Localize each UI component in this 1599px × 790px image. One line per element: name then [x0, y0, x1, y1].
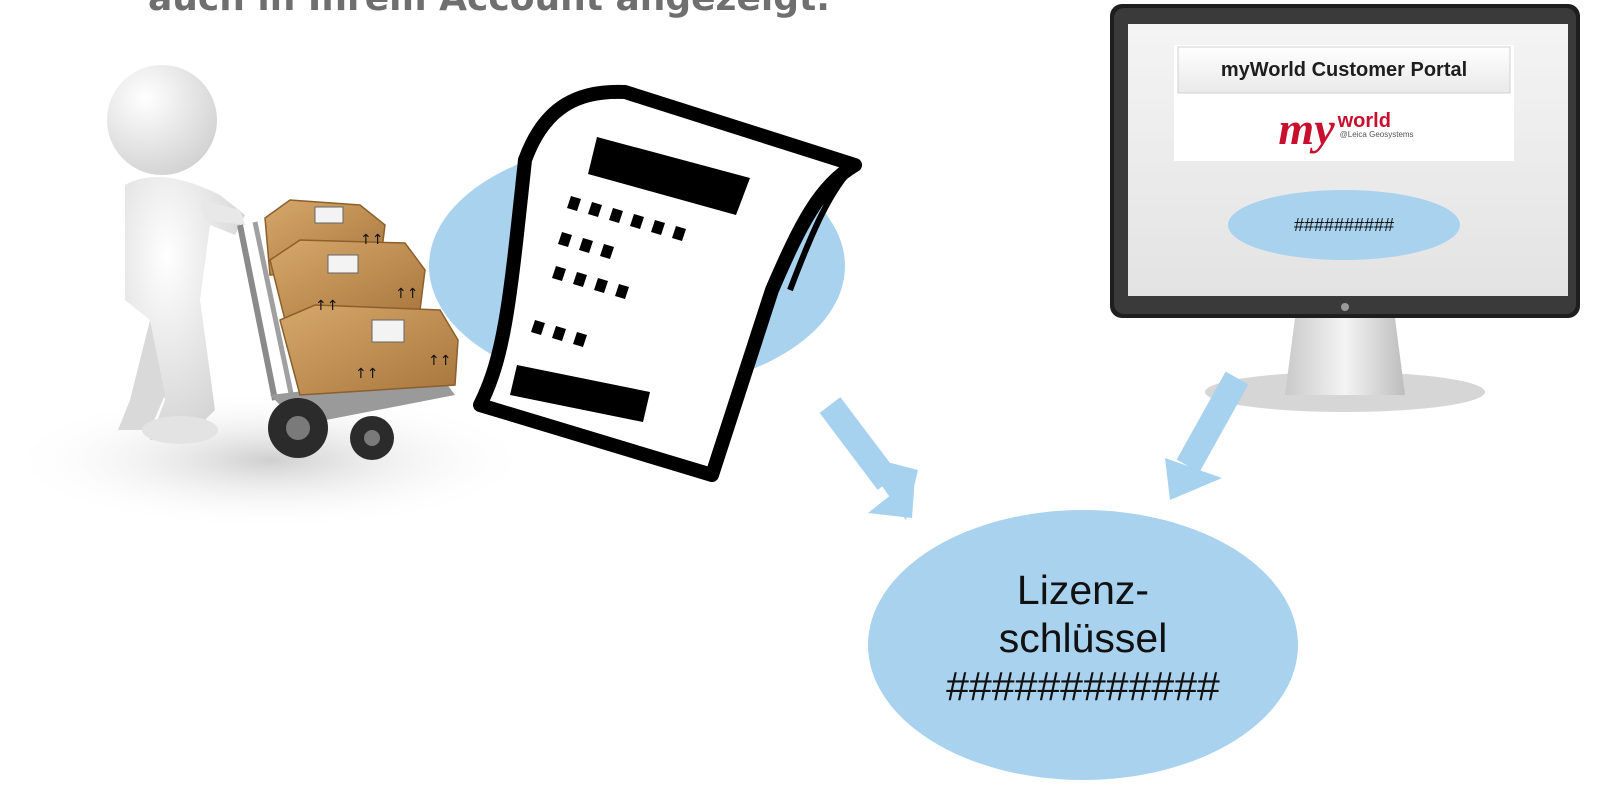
svg-text:↑↑: ↑↑: [395, 286, 418, 302]
license-key-line2: schlüssel: [868, 614, 1298, 662]
svg-text:↑↑: ↑↑: [315, 298, 338, 314]
license-key-text: Lizenz- schlüssel ############: [868, 566, 1298, 710]
svg-text:↑↑: ↑↑: [428, 353, 451, 369]
arrow-down-left-icon: [1165, 378, 1237, 500]
license-key-code: ############: [868, 662, 1298, 710]
screen-license-code: ##########: [1228, 190, 1460, 260]
portal-title: myWorld Customer Portal: [1178, 47, 1510, 93]
receipt-icon: [429, 92, 855, 475]
logo-my-text: my: [1278, 106, 1334, 152]
svg-text:↑↑: ↑↑: [355, 366, 378, 382]
myworld-logo: my world @Leica Geosystems: [1176, 100, 1516, 158]
svg-text:↑↑: ↑↑: [360, 232, 383, 248]
logo-world-text: world: [1338, 111, 1414, 131]
logo-subtitle: @Leica Geosystems: [1340, 131, 1414, 140]
arrow-down-right-icon: [830, 405, 918, 520]
license-key-line1: Lizenz-: [868, 566, 1298, 614]
